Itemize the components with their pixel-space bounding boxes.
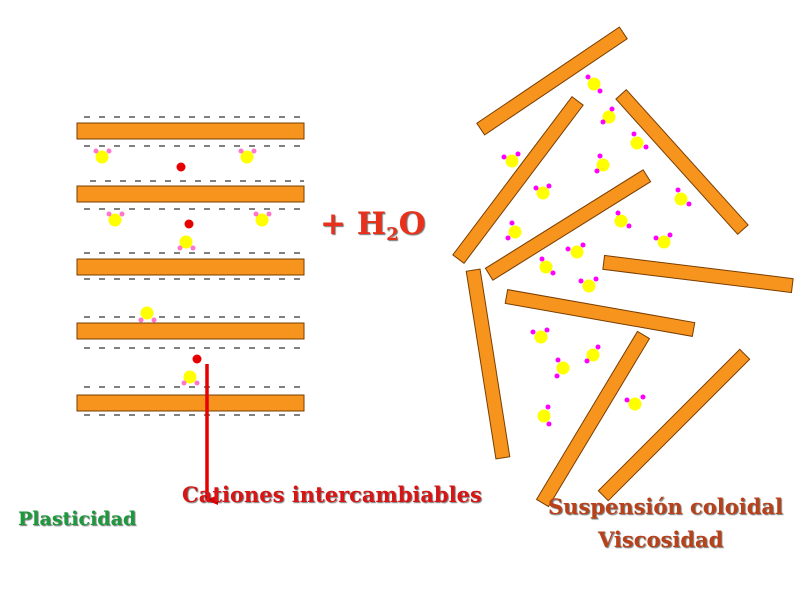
charge-lines	[84, 116, 304, 416]
water-molecule	[578, 276, 599, 293]
cations-label: Cationes intercambiables	[182, 482, 482, 507]
water-molecule	[138, 306, 157, 323]
water-molecule	[554, 357, 570, 379]
cation-dot	[192, 354, 202, 364]
water-molecule	[653, 232, 673, 249]
water-addition-label: + H2O	[320, 206, 426, 245]
water-molecule	[585, 74, 603, 94]
water-molecule	[594, 153, 610, 174]
clay-plate	[76, 122, 305, 140]
viscosity-label: Viscosidad	[598, 527, 724, 552]
water-molecule	[600, 106, 616, 125]
plasticity-label: Plasticidad	[18, 508, 137, 530]
dispersed-clay-plates	[452, 26, 794, 508]
clay-plate	[76, 322, 305, 340]
clay-plate	[452, 96, 584, 264]
free-water	[501, 74, 692, 427]
clay-plate	[597, 348, 751, 502]
clay-plate	[465, 268, 511, 460]
clay-plate	[602, 254, 794, 294]
water-molecule	[624, 394, 646, 411]
water-molecule	[674, 187, 692, 207]
water-molecule	[106, 211, 125, 227]
layered-clay-stack	[76, 122, 305, 412]
water-molecule	[533, 183, 552, 200]
water-molecule	[539, 256, 556, 276]
water-molecule	[93, 148, 112, 164]
cation-dot	[184, 219, 194, 229]
water-molecule	[584, 344, 601, 364]
water-molecule	[530, 327, 550, 344]
clay-plate	[615, 88, 749, 236]
interlayer-water	[93, 148, 272, 386]
clay-plate	[76, 185, 305, 203]
water-molecule	[177, 235, 196, 251]
clay-plate	[504, 289, 696, 337]
clay-plate	[76, 258, 305, 276]
water-molecule	[565, 242, 586, 259]
water-molecule	[505, 220, 522, 241]
water-molecule	[630, 131, 649, 150]
water-molecule	[501, 151, 521, 168]
water-molecule	[537, 404, 552, 427]
clay-plate	[76, 394, 305, 412]
clay-plate	[484, 169, 652, 281]
water-molecule	[614, 210, 632, 229]
cations	[176, 162, 202, 364]
suspension-label: Suspensión coloidal	[548, 494, 783, 519]
clay-plate	[535, 330, 651, 508]
cation-dot	[176, 162, 186, 172]
water-molecule	[253, 211, 272, 227]
water-molecule	[238, 148, 257, 164]
water-molecule	[181, 370, 200, 386]
clay-plate	[476, 26, 628, 136]
